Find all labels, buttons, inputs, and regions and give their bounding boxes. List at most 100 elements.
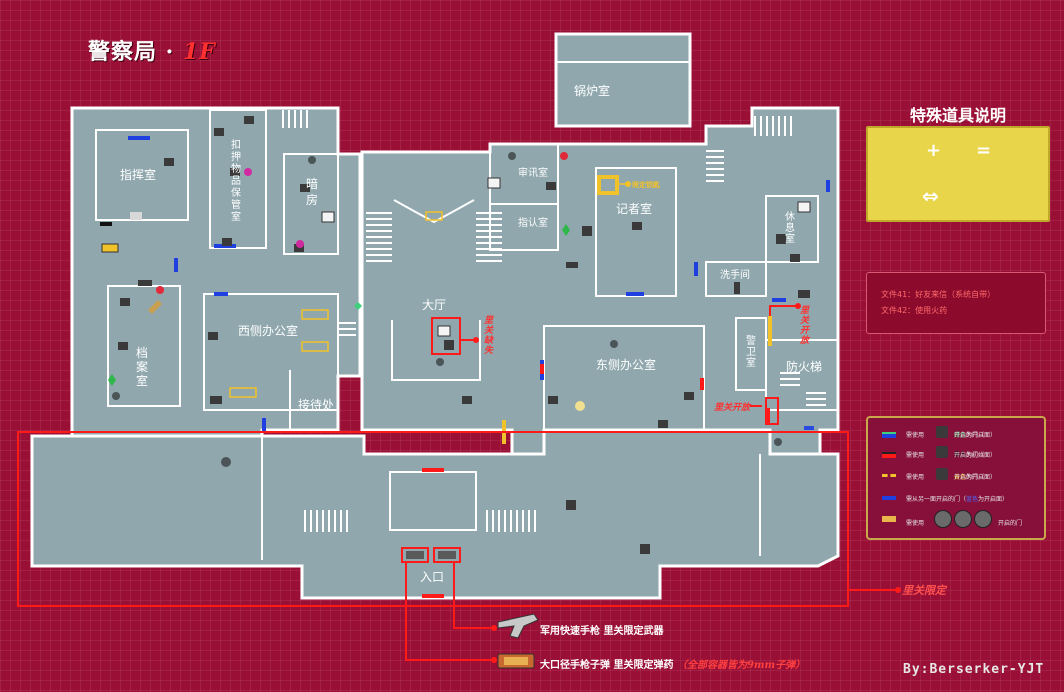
connector-dots	[473, 303, 901, 663]
item-marker-icon	[776, 234, 786, 244]
floor-plan	[30, 32, 840, 600]
item-marker-icon	[575, 401, 585, 411]
file-41-entry[interactable]: 文件41：好友来信（系统自带）	[881, 290, 996, 299]
legend-row-2: 需使用 开启的门（黑色为初始面）	[874, 446, 1044, 466]
item-marker-icon	[230, 168, 240, 176]
item-marker-icon	[566, 262, 578, 268]
back-level-limit-box	[17, 431, 849, 607]
item-marker-icon	[546, 182, 556, 190]
west-wing	[70, 106, 362, 438]
author-credit: By:Berserker-YJT	[903, 662, 1045, 677]
northwest-stairs	[282, 110, 308, 128]
red-door	[100, 222, 112, 226]
item-marker-icon	[120, 298, 130, 306]
red-door	[422, 468, 444, 472]
file-42-entry[interactable]: 文件42：使用火药	[881, 306, 948, 315]
item-marker-icon	[610, 340, 618, 348]
room-label-command: 指挥室	[120, 168, 157, 182]
room-label-fire-stairs: 防火梯	[786, 360, 823, 374]
plus-sign: +	[926, 140, 942, 161]
south-corridor	[30, 428, 840, 600]
blue-door	[174, 258, 178, 272]
fire-stairs-wall	[765, 339, 839, 411]
key-icon	[936, 446, 948, 458]
item-marker-icon	[300, 184, 310, 192]
gun-caption: 军用快速手枪 里关限定武器	[540, 626, 664, 637]
item-marker-icon	[118, 342, 128, 350]
item-marker-icon	[640, 544, 650, 554]
item-marker-icon	[684, 392, 694, 400]
room-label-east-office: 东侧办公室	[596, 358, 657, 372]
room-label-archive: 档案室	[136, 346, 149, 388]
medallion-icon	[934, 510, 952, 528]
ammo-case-icon	[438, 551, 456, 559]
item-marker-icon	[321, 211, 335, 223]
red-herb-icon	[296, 240, 304, 248]
item-marker-icon	[130, 212, 142, 220]
medallion-icon	[954, 510, 972, 528]
west-office-wall	[203, 293, 339, 411]
item-marker-icon	[214, 128, 224, 136]
item-markers	[101, 116, 811, 554]
special-items-panel: + = ⇔	[866, 126, 1050, 222]
boiler-room-block	[554, 32, 692, 128]
hall-stairs-right	[476, 212, 502, 262]
item-marker-icon	[790, 254, 800, 262]
red-door	[540, 364, 544, 374]
item-marker-icon	[658, 420, 668, 428]
press-key-item[interactable]	[597, 175, 631, 195]
room-label-west-office: 西侧办公室	[238, 324, 299, 338]
red-heart-icon	[560, 152, 568, 160]
locker-west-1	[301, 309, 329, 320]
west-office-stairs	[338, 322, 356, 336]
item-marker-icon	[164, 158, 174, 166]
typewriter-save-icon	[148, 300, 162, 314]
item-marker-icon	[244, 116, 254, 124]
legend-panel: 需使用 开启的门（绿色为开启面） 需使用 开启的门（黑色为初始面） 需使用 开启…	[866, 416, 1046, 540]
locker-hall	[425, 211, 443, 221]
legend-row-1: 需使用 开启的门（绿色为开启面）	[874, 426, 1044, 446]
room-label-washroom: 洗手间	[720, 270, 750, 281]
blue-door	[262, 418, 266, 432]
annotation-back-open: 里关开放	[714, 403, 751, 413]
room-label-rest: 休息室	[785, 212, 795, 245]
east-stairs	[706, 150, 724, 182]
entrance-items	[406, 551, 456, 559]
tool-icon	[936, 468, 948, 480]
item-marker-icon	[798, 290, 810, 298]
item-marker-icon	[734, 282, 740, 294]
item-marker-icon	[548, 396, 558, 404]
annotation-back-missing: 里关缺失	[484, 316, 494, 356]
red-door	[766, 408, 770, 424]
blue-door	[214, 292, 228, 296]
red-connectors	[17, 305, 898, 661]
herb-green-icon	[562, 224, 570, 236]
fire-stairs	[780, 372, 826, 406]
annotation-back-open-vertical: 里关开放	[800, 306, 810, 346]
item-marker-icon	[797, 201, 811, 213]
item-marker-icon	[138, 280, 152, 286]
room-label-evidence: 扣押物品保管室	[231, 140, 241, 223]
room-label-entrance: 入口	[420, 570, 445, 584]
swap-sign: ⇔	[922, 184, 939, 208]
hall-inner-wall	[391, 320, 481, 381]
map-title: 警察局 · 1F	[88, 39, 216, 65]
pistol-case-icon	[406, 551, 424, 559]
item-marker-icon	[582, 226, 592, 236]
item-marker-icon	[487, 177, 501, 189]
room-label-guard: 警卫室	[746, 336, 756, 369]
green-door	[804, 426, 814, 430]
blue-door	[128, 136, 150, 140]
item-marker-icon	[774, 438, 782, 446]
red-door	[422, 594, 444, 598]
equals-sign: =	[976, 140, 992, 161]
blue-door	[626, 292, 644, 296]
yellow-door	[768, 316, 772, 346]
item-marker-icon	[101, 243, 119, 253]
washroom-wall	[705, 261, 767, 297]
blue-door	[826, 180, 830, 192]
item-marker-icon	[112, 392, 120, 400]
room-label-hall: 大厅	[422, 298, 447, 312]
hall-key-item[interactable]	[431, 317, 461, 355]
